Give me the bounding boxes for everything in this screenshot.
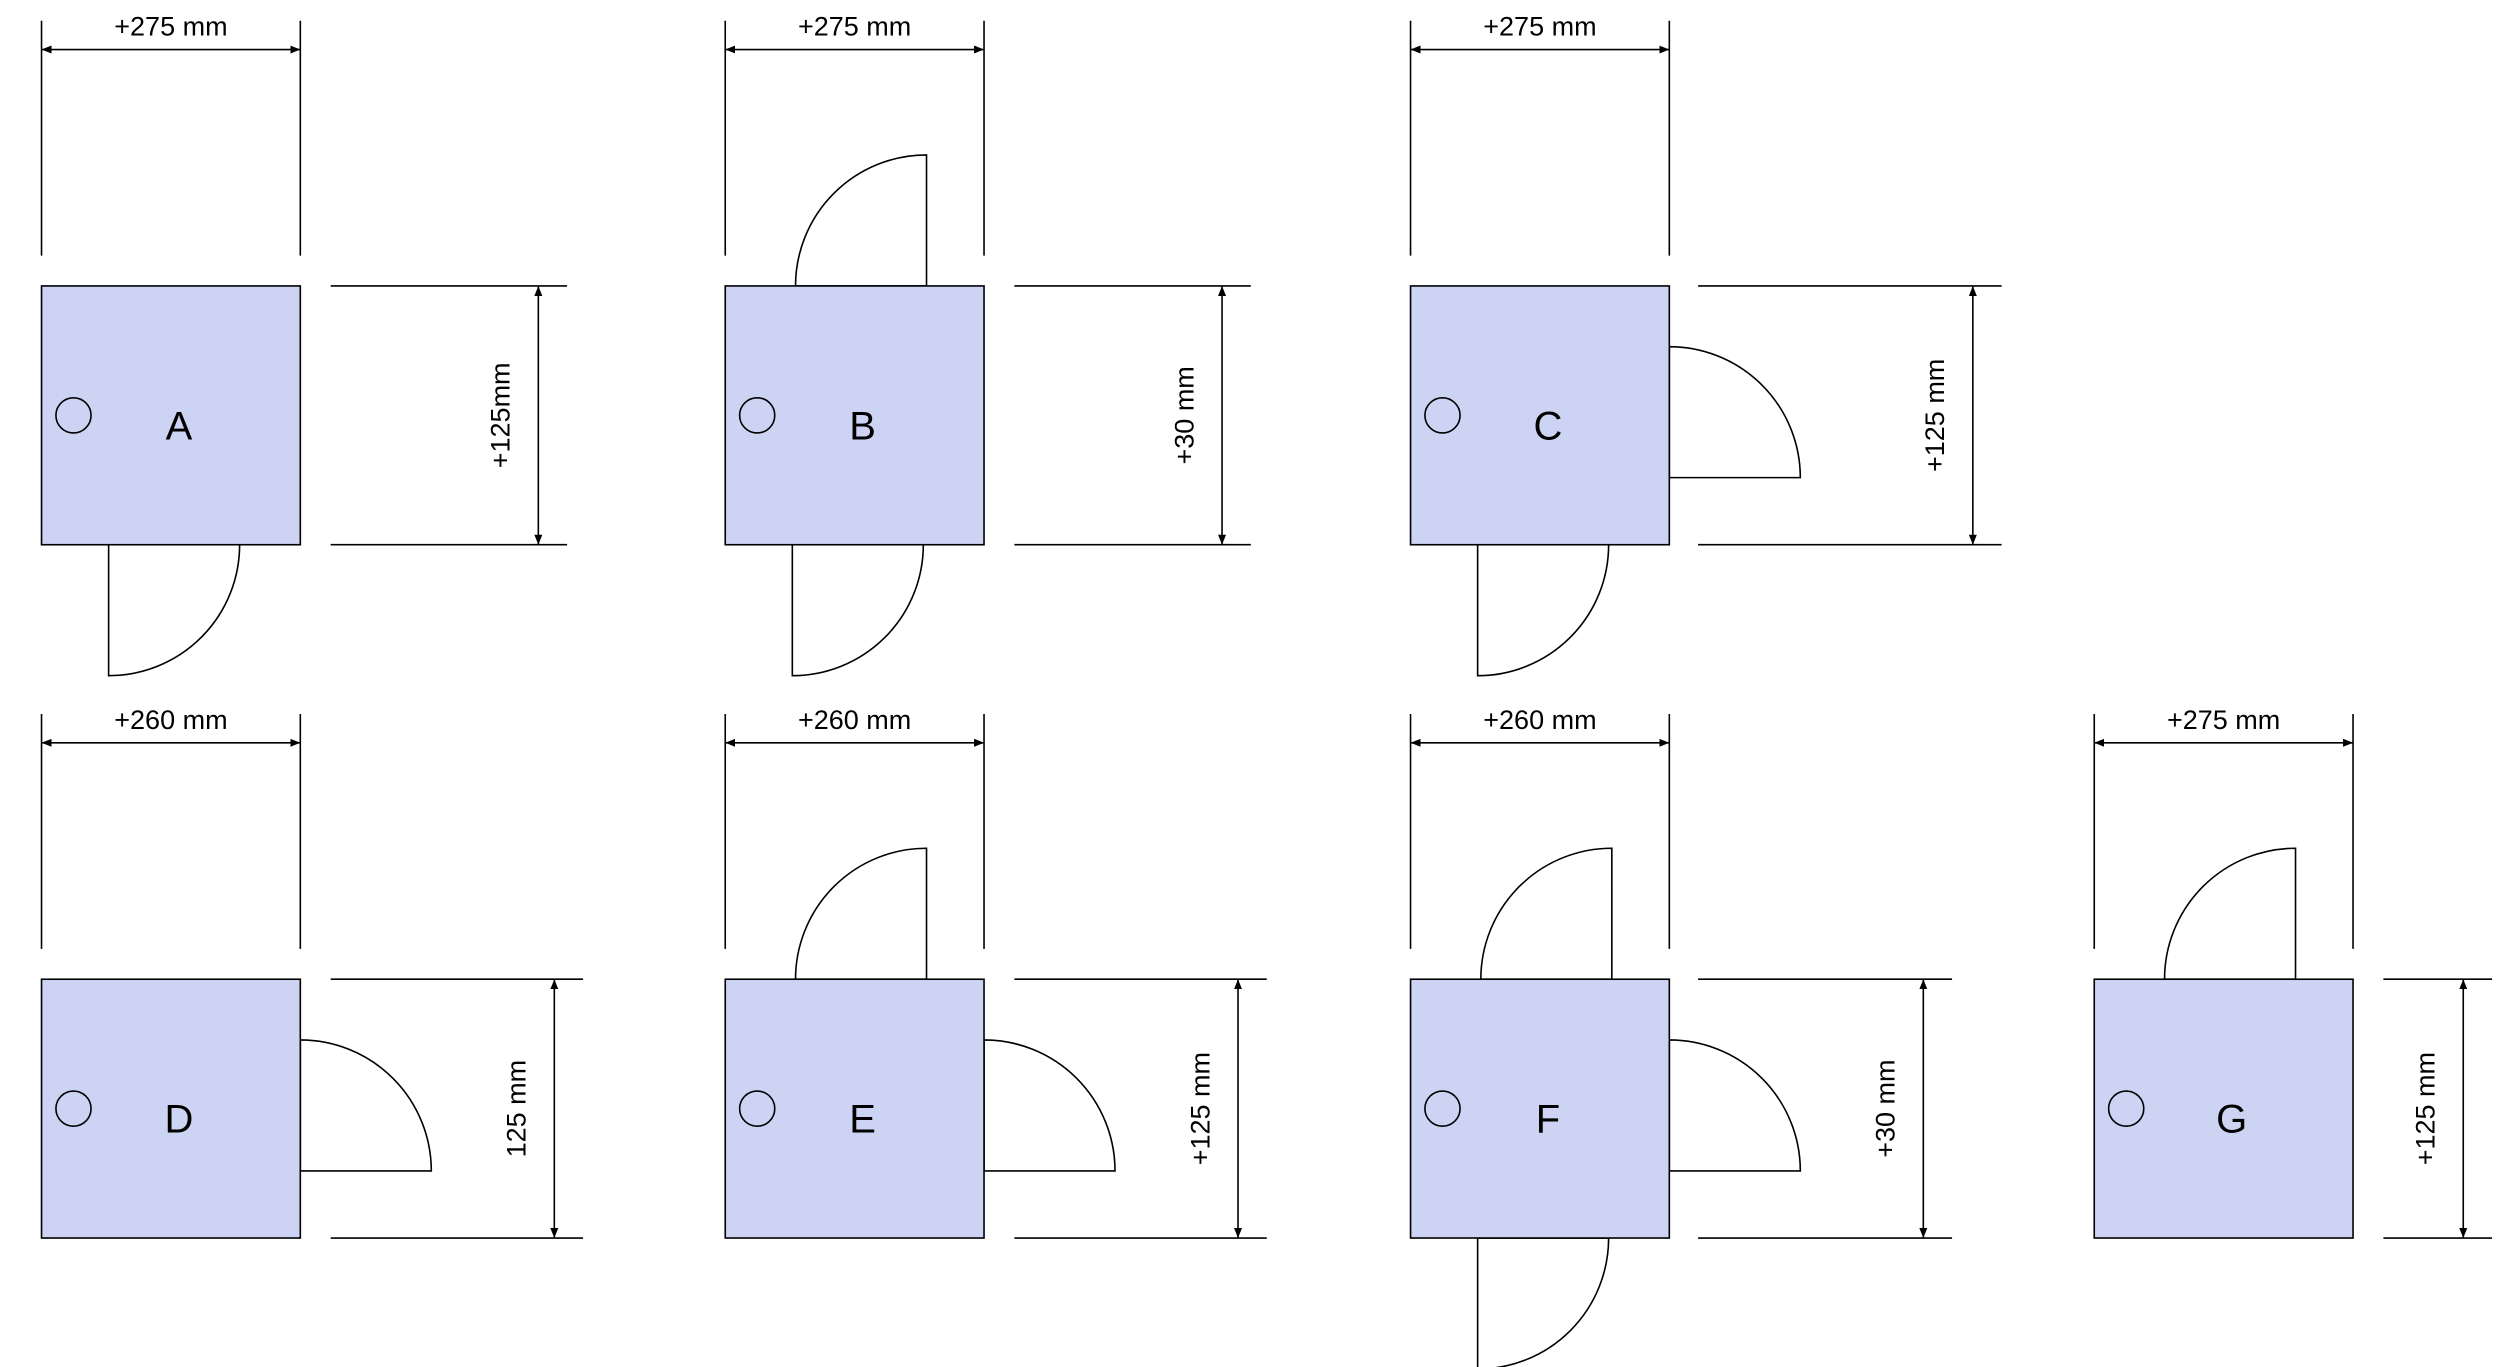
height-dimension-label-g: +125 mm	[2411, 1052, 2441, 1165]
width-dimension-label-b: +275 mm	[798, 12, 911, 42]
unit-e: E +260 mm +125 mm	[724, 705, 1267, 1239]
unit-a: A +275 mm +125mm	[40, 12, 568, 677]
door-bottom-b	[791, 543, 925, 677]
door-top-g	[2163, 847, 2297, 981]
unit-label-d: D	[164, 1098, 193, 1142]
height-dimension-label-d: 125 mm	[502, 1060, 532, 1158]
unit-label-a: A	[166, 404, 193, 448]
door-bottom-c	[1476, 543, 1610, 677]
door-top-e	[794, 847, 928, 981]
cabinet-box-f	[1409, 978, 1671, 1239]
unit-d: D +260 mm 125 mm	[40, 705, 584, 1239]
unit-label-b: B	[849, 404, 876, 448]
width-dimension-label-a: +275 mm	[114, 12, 227, 42]
cabinet-box-b	[724, 285, 985, 546]
knob-circle-b	[738, 396, 776, 434]
width-dimension-label-g: +275 mm	[2167, 705, 2280, 735]
width-dimension-label-e: +260 mm	[798, 705, 911, 735]
door-right-c	[1668, 345, 1802, 479]
height-dimension-label-b: +30 mm	[1169, 366, 1199, 464]
cabinet-box-g	[2093, 978, 2354, 1239]
unit-c: C +275 mm +125 mm	[1409, 12, 2002, 677]
unit-f: F +260 mm +30 mm	[1409, 705, 1953, 1367]
unit-label-e: E	[849, 1098, 876, 1142]
door-bottom-a	[107, 543, 241, 677]
cabinet-box-d	[40, 978, 302, 1239]
knob-circle-f	[1424, 1090, 1461, 1127]
unit-label-f: F	[1536, 1098, 1560, 1142]
knob-circle-g	[2107, 1090, 2145, 1127]
door-top-f	[1480, 847, 1613, 981]
width-dimension-label-f: +260 mm	[1483, 705, 1596, 735]
door-right-e	[983, 1039, 1116, 1172]
height-dimension-label-f: +30 mm	[1871, 1059, 1901, 1157]
cabinet-box-e	[724, 978, 985, 1239]
width-dimension-label-d: +260 mm	[114, 705, 227, 735]
height-dimension-label-e: +125 mm	[1185, 1052, 1215, 1165]
door-right-d	[299, 1039, 433, 1172]
unit-label-c: C	[1533, 404, 1562, 448]
unit-label-g: G	[2216, 1098, 2247, 1142]
height-dimension-label-a: +125mm	[486, 362, 516, 468]
knob-circle-e	[738, 1090, 776, 1127]
cabinet-box-a	[40, 285, 302, 546]
cabinet-box-c	[1409, 285, 1671, 546]
door-right-f	[1668, 1039, 1802, 1172]
unit-b: B +275 mm +30 mm	[724, 12, 1251, 677]
height-dimension-label-c: +125 mm	[1920, 359, 1950, 472]
door-top-b	[794, 154, 928, 287]
knob-circle-d	[55, 1090, 92, 1127]
knob-circle-a	[55, 396, 92, 434]
width-dimension-label-c: +275 mm	[1483, 12, 1596, 42]
knob-circle-c	[1424, 396, 1461, 434]
door-bottom-f	[1476, 1237, 1610, 1367]
unit-g: G +275 mm +125 mm	[2093, 705, 2493, 1239]
